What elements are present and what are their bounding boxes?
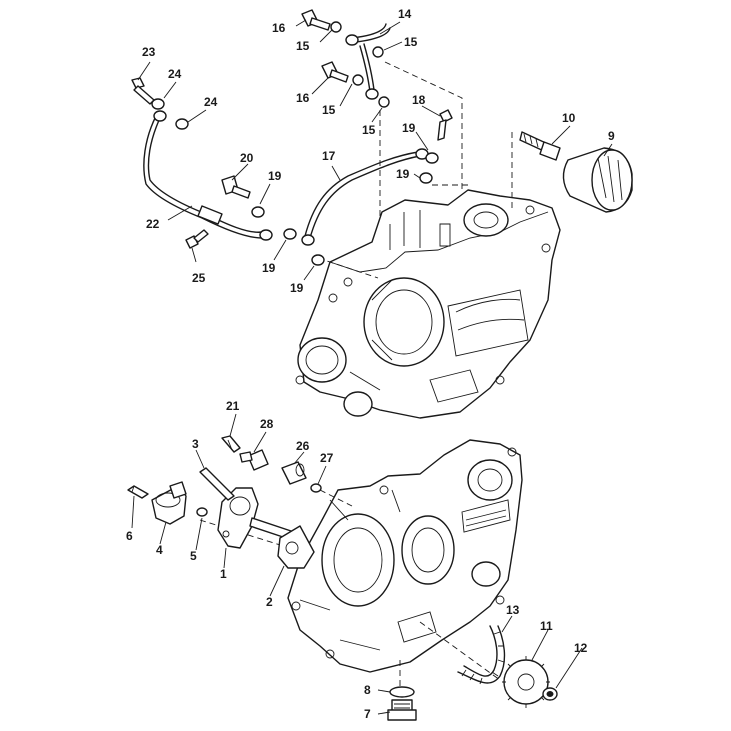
callout-19-c: 19 [268,169,282,183]
callout-2: 2 [266,595,273,609]
callout-1: 1 [220,567,227,581]
callout-15-b: 15 [404,35,418,49]
oil-pipe-22 [143,110,273,241]
bolt-16-mid [321,61,349,83]
bolt-20 [221,175,251,199]
callout-27: 27 [320,451,334,465]
callout-19-e: 19 [290,281,304,295]
fitting-28 [239,449,269,471]
callout-6: 6 [126,529,133,543]
callout-labels: 1 2 3 4 5 6 7 8 9 10 11 12 13 14 15 15 1… [126,7,615,721]
callout-19-d: 19 [262,261,276,275]
callout-15-a: 15 [296,39,310,53]
callout-14: 14 [398,7,412,21]
o-ring-5 [196,507,208,517]
washer-19-a [425,152,439,164]
bolt-25 [185,229,209,249]
callout-5: 5 [190,549,197,563]
callout-8: 8 [364,683,371,697]
callout-26: 26 [296,439,310,453]
o-ring-27 [310,483,322,493]
bolt-6 [127,485,149,499]
drive-chain [457,625,506,685]
pump-gasket [277,525,315,569]
callout-17: 17 [322,149,336,163]
washer-24-a [151,98,165,110]
callout-3: 3 [192,437,199,451]
washer-19-b [419,172,433,184]
bolt-18 [437,109,453,141]
washer-15-b [372,46,384,58]
sprocket [502,656,550,708]
washer-8 [389,686,415,698]
alignment-lines [199,61,513,690]
callout-15-d: 15 [362,123,376,137]
washer-15-c [352,74,364,86]
callout-7: 7 [364,707,371,721]
oil-strainer [151,481,187,525]
callout-23: 23 [142,45,156,59]
bolt-21 [221,435,241,453]
washer-19-e [311,254,325,266]
bolt-23 [131,77,155,105]
callout-18: 18 [412,93,426,107]
fitting-26 [281,461,307,485]
washer-24-b [175,118,189,130]
lower-crankcase [287,439,523,673]
bolt-16-top [301,9,331,31]
washer-12 [542,687,558,701]
oil-filter-fitting [519,131,561,161]
callout-25: 25 [192,271,206,285]
upper-crankcase [295,189,561,419]
callout-19-a: 19 [402,121,416,135]
bolt-3 [199,467,235,501]
washer-15-d [378,96,390,108]
callout-12: 12 [574,641,588,655]
callout-16-a: 16 [272,21,286,35]
callout-15-c: 15 [322,103,336,117]
callout-22: 22 [146,217,160,231]
leader-lines [131,19,613,715]
callout-13: 13 [506,603,520,617]
callout-10: 10 [562,111,576,125]
callout-4: 4 [156,543,163,557]
callout-11: 11 [540,619,553,633]
oil-filter [562,147,633,213]
oil-pipe-17 [301,148,429,246]
washer-19-c [251,206,265,218]
drain-bolt [387,699,417,721]
callout-28: 28 [260,417,274,431]
callout-19-b: 19 [396,167,410,181]
callout-9: 9 [608,129,615,143]
callout-16-b: 16 [296,91,310,105]
callout-24-a: 24 [168,67,182,81]
oil-pipe-14 [345,23,391,100]
washer-15-a [330,21,342,33]
callout-20: 20 [240,151,254,165]
callout-24-b: 24 [204,95,218,109]
callout-21: 21 [226,399,240,413]
washer-19-d [283,228,297,240]
